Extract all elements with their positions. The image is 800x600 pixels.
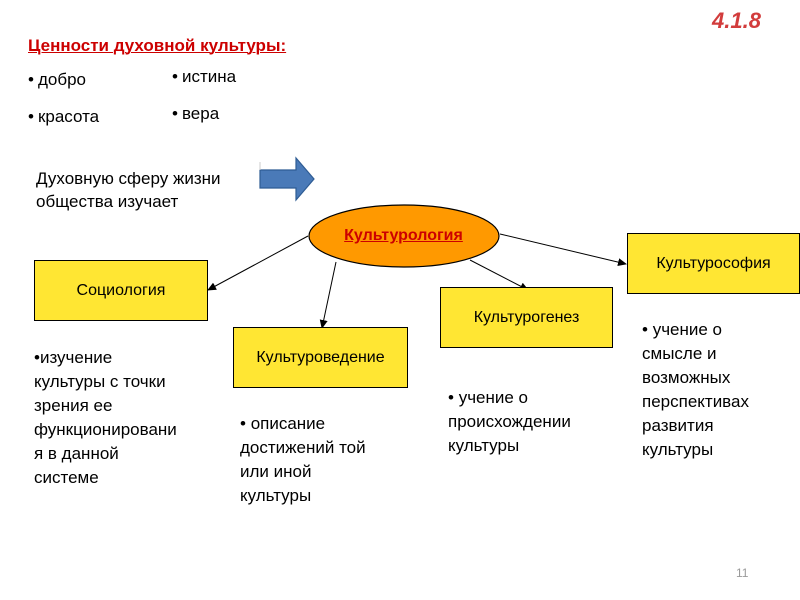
desc-culturosophy: • учение о смысле и возможных перспектив… <box>642 318 792 462</box>
values-title: Ценности духовной культуры: <box>28 36 287 55</box>
desc-line: системе <box>34 468 99 487</box>
desc-line: культуры <box>642 440 714 459</box>
desc-line: функционировани <box>34 420 177 439</box>
center-ellipse-shape <box>308 204 500 268</box>
value-label: истина <box>181 67 237 86</box>
bullet-icon: • <box>172 67 178 86</box>
arrow-to-sociology <box>207 235 309 291</box>
box-label: Культурософия <box>656 254 771 272</box>
bullet-icon: • <box>240 414 246 433</box>
value-label: вера <box>181 104 220 123</box>
desc-line: происхождении <box>448 412 571 431</box>
desc-line: достижений той <box>240 438 366 457</box>
box-culture-studies: Культуроведение <box>233 327 408 388</box>
desc-line: учение о <box>652 320 723 339</box>
desc-line: развития <box>642 416 714 435</box>
study-text-line: общества изучает <box>36 192 179 211</box>
bullet-icon: • <box>28 70 34 89</box>
bullet-icon: • <box>642 320 648 339</box>
box-culturosophy: Культурософия <box>627 233 800 294</box>
slide-code: 4.1.8 <box>712 8 761 33</box>
box-label: Культурогенез <box>473 308 580 326</box>
desc-line: учение о <box>458 388 529 407</box>
value-label: красота <box>37 107 100 126</box>
bullet-icon: • <box>28 107 34 126</box>
value-item-truth: •истина <box>172 67 236 87</box>
arrow-to-culturogenesis <box>469 259 529 291</box>
desc-line: или иной <box>240 462 312 481</box>
bullet-icon: • <box>172 104 178 123</box>
value-item-beauty: •красота <box>28 107 99 127</box>
desc-line: возможных <box>642 368 731 387</box>
box-sociology: Социология <box>34 260 208 321</box>
desc-line: изучение <box>39 348 113 367</box>
desc-line: культуры <box>448 436 520 455</box>
desc-culture-studies: • описание достижений той или иной культ… <box>240 412 410 508</box>
arrow-to-culture-studies <box>319 261 337 329</box>
desc-line: зрения ее <box>34 396 113 415</box>
center-node-label: Культурология <box>344 227 463 244</box>
bullet-icon: • <box>34 348 40 367</box>
box-culturogenesis: Культурогенез <box>440 287 613 348</box>
box-label: Социология <box>76 281 166 299</box>
value-item-faith: •вера <box>172 104 219 124</box>
desc-line: культуры <box>240 486 312 505</box>
value-label: добро <box>37 70 86 89</box>
bullet-icon: • <box>448 388 454 407</box>
right-arrow-icon <box>259 156 315 202</box>
study-text-line: Духовную сферу жизни <box>36 169 221 188</box>
value-item-kindness: •добро <box>28 70 86 90</box>
study-text: Духовную сферу жизни общества изучает <box>36 167 256 213</box>
desc-sociology: •изучение культуры с точки зрения ее фун… <box>34 346 214 490</box>
arrow-to-culturosophy <box>499 233 627 267</box>
box-label: Культуроведение <box>256 348 385 366</box>
desc-line: описание <box>250 414 326 433</box>
page-number: 11 <box>736 566 749 580</box>
desc-line: культуры с точки <box>34 372 166 391</box>
desc-line: перспективах <box>642 392 749 411</box>
desc-line: я в данной <box>34 444 119 463</box>
desc-line: смысле и <box>642 344 717 363</box>
desc-culturogenesis: • учение о происхождении культуры <box>448 386 618 458</box>
